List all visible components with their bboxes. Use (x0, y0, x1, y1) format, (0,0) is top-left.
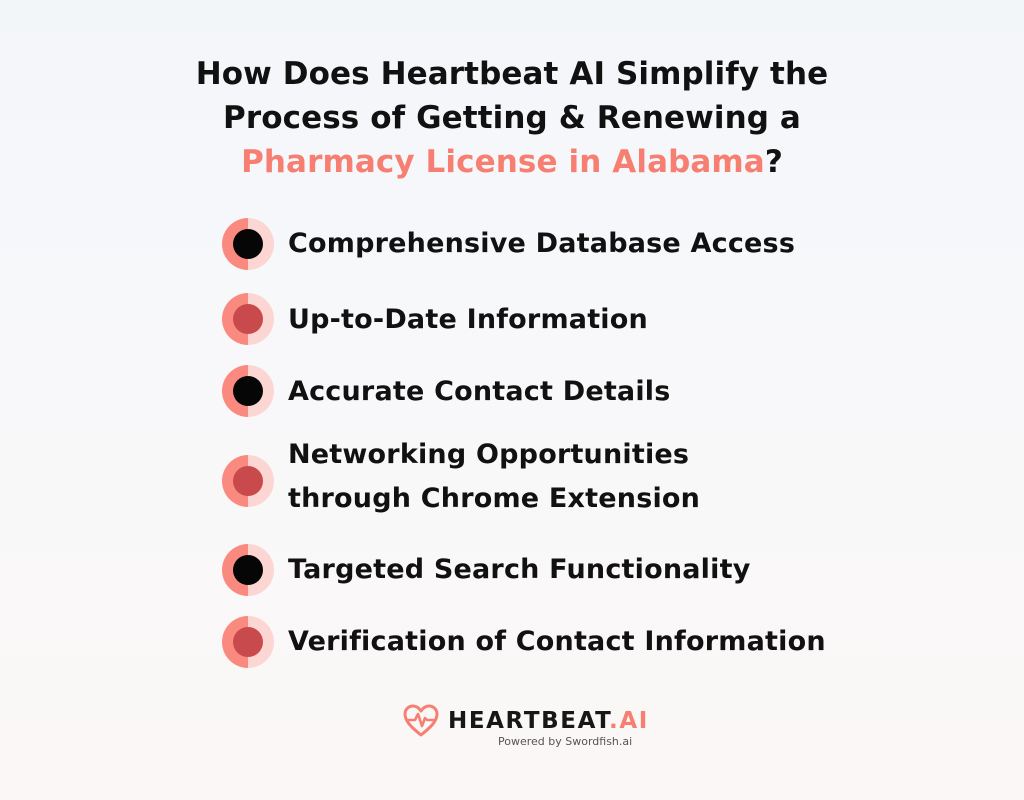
title-line-3: Pharmacy License in Alabama? (0, 140, 1024, 184)
heart-pulse-icon (403, 704, 439, 737)
feature-label: Up-to-Date Information (288, 304, 648, 335)
feature-label-line-2: through Chrome Extension (288, 483, 701, 514)
bullet-icon (222, 455, 274, 507)
page-title: How Does Heartbeat AI Simplify the Proce… (0, 52, 1024, 184)
feature-label: Targeted Search Functionality (288, 554, 751, 585)
bullet-icon (222, 365, 274, 417)
powered-by-text: Powered by Swordfish.ai (498, 735, 633, 748)
title-accent: Pharmacy License in Alabama (241, 144, 765, 180)
brand-name: HEARTBEAT.AI (448, 708, 649, 734)
heartbeat-logo: HEARTBEAT.AI Powered by Swordfish.ai (402, 703, 647, 753)
feature-label-line-1: Networking Opportunities (288, 439, 690, 470)
title-line-1: How Does Heartbeat AI Simplify the (195, 56, 829, 92)
bullet-icon (222, 616, 274, 668)
feature-label: Comprehensive Database Access (288, 228, 796, 259)
bullet-icon (222, 218, 274, 270)
feature-list: Comprehensive Database Access Up-to-Date… (222, 0, 1012, 700)
title-end: ? (764, 144, 783, 180)
bullet-icon (222, 293, 274, 345)
bullet-icon (222, 544, 274, 596)
title-line-2: Process of Getting & Renewing a (223, 100, 801, 136)
feature-label: Verification of Contact Information (288, 626, 826, 657)
feature-label: Accurate Contact Details (288, 376, 671, 407)
